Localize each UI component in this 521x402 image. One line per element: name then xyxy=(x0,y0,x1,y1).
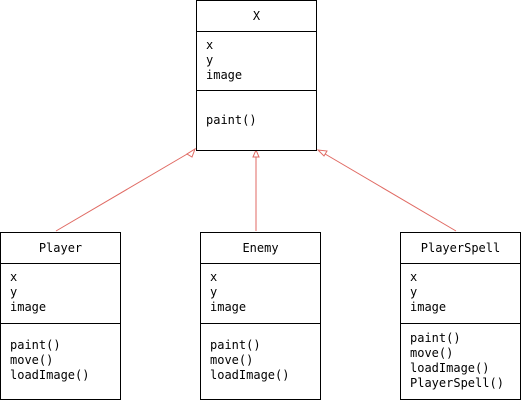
class-box-player[interactable]: Player x y image paint() move() loadImag… xyxy=(0,232,121,400)
section-divider xyxy=(401,323,520,324)
class-box-playerspell[interactable]: PlayerSpell x y image paint() move() loa… xyxy=(400,232,521,400)
attributes-section: x y image xyxy=(197,38,316,83)
section-divider xyxy=(1,323,120,324)
class-box-x[interactable]: X x y image paint() xyxy=(196,0,317,151)
attribute: image xyxy=(10,300,47,314)
attribute: image xyxy=(206,68,243,82)
method: paint() xyxy=(10,338,61,352)
method: loadImage() xyxy=(410,361,490,375)
attribute: x xyxy=(410,270,418,284)
class-box-enemy[interactable]: Enemy x y image paint() move() loadImage… xyxy=(200,232,321,400)
attribute: y xyxy=(206,53,214,67)
playerspell-inheritance-line xyxy=(319,150,457,232)
attribute: x xyxy=(10,270,18,284)
attributes-section: x y image xyxy=(1,270,120,315)
method: move() xyxy=(410,346,454,360)
methods-section: paint() move() loadImage() PlayerSpell() xyxy=(401,331,520,391)
class-name: X xyxy=(197,1,316,32)
attributes-section: x y image xyxy=(401,270,520,315)
attribute: y xyxy=(10,285,18,299)
attribute: image xyxy=(210,300,247,314)
player-inheritance-arrowhead xyxy=(186,147,196,158)
attribute: x xyxy=(210,270,218,284)
attribute: y xyxy=(210,285,218,299)
method: paint() xyxy=(210,338,261,352)
attribute: x xyxy=(206,38,214,52)
attributes-section: x y image xyxy=(201,270,320,315)
method: move() xyxy=(210,353,254,367)
method: paint() xyxy=(206,113,257,127)
method: move() xyxy=(10,353,54,367)
section-divider xyxy=(197,90,316,91)
class-name: PlayerSpell xyxy=(401,233,520,264)
class-name: Enemy xyxy=(201,233,320,264)
methods-section: paint() xyxy=(197,113,316,128)
methods-section: paint() move() loadImage() xyxy=(201,338,320,383)
method: PlayerSpell() xyxy=(410,376,504,390)
enemy-inheritance-arrowhead xyxy=(252,148,260,158)
method: loadImage() xyxy=(10,368,90,382)
method: loadImage() xyxy=(210,368,290,382)
section-divider xyxy=(201,323,320,324)
playerspell-inheritance-arrowhead xyxy=(316,149,328,157)
methods-section: paint() move() loadImage() xyxy=(1,338,120,383)
method: paint() xyxy=(410,331,461,345)
player-inheritance-line xyxy=(55,149,195,232)
attribute: y xyxy=(410,285,418,299)
class-name: Player xyxy=(1,233,120,264)
attribute: image xyxy=(410,300,447,314)
